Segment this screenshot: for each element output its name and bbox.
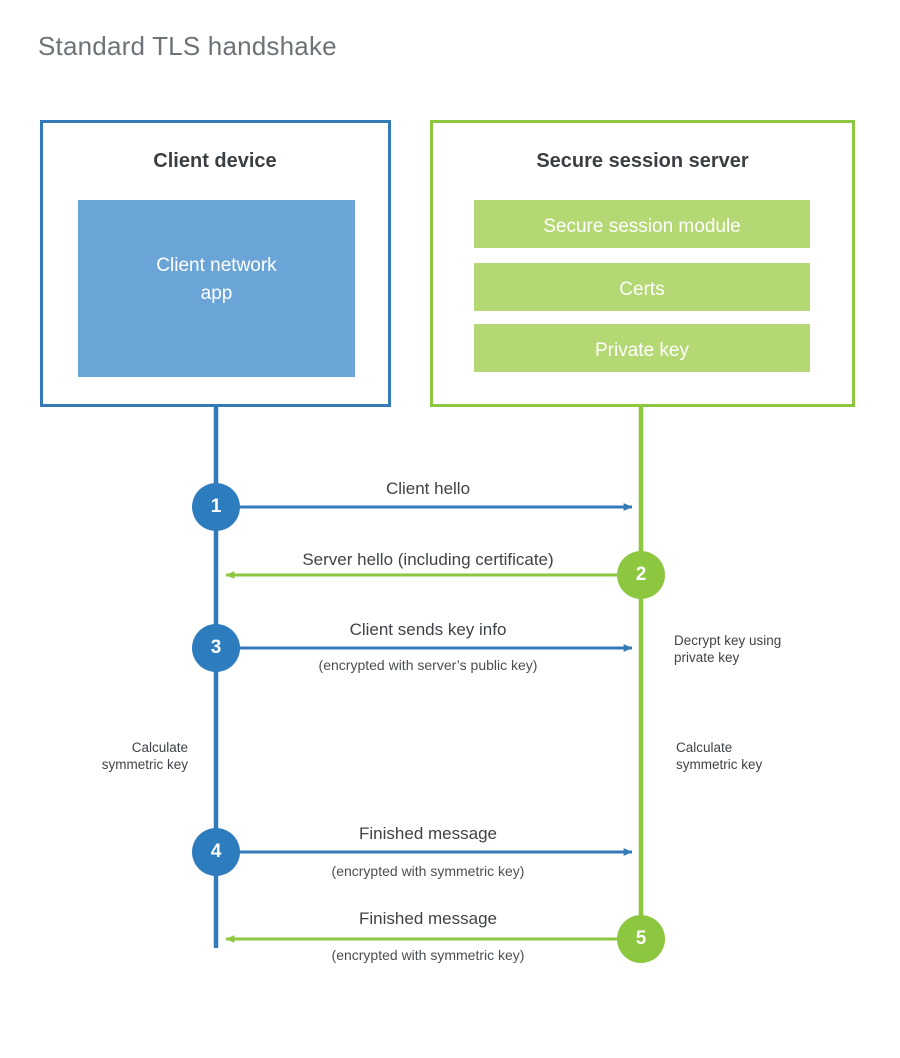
server-row-label-private-key: Private key: [595, 340, 689, 361]
decrypt-key-note: Decrypt key using private key: [674, 633, 782, 665]
client-network-app-box: [78, 200, 355, 377]
step-bullet-3[interactable]: [192, 624, 240, 672]
step-bullet-2[interactable]: [617, 551, 665, 599]
step-number-2: 2: [635, 564, 647, 585]
step-number-5: 5: [635, 928, 647, 949]
server-row-secure-session-module: [474, 200, 810, 248]
step-number-3: 3: [210, 637, 222, 658]
client-calculate-symmetric-key-note: Calculate symmetric key: [101, 740, 188, 772]
step-bullet-1[interactable]: [192, 483, 240, 531]
server-row-label-certs: Certs: [619, 279, 665, 300]
server-row-certs: [474, 263, 810, 311]
message-label-step-1: Client hello: [385, 479, 471, 498]
step-bullet-5[interactable]: [617, 915, 665, 963]
message-label-step-2: Server hello (including certificate): [302, 550, 554, 569]
step-number-1: 1: [210, 496, 222, 517]
server-panel-title: Secure session server: [536, 150, 749, 172]
step-bullet-4[interactable]: [192, 828, 240, 876]
step-number-4: 4: [210, 841, 222, 862]
client-panel-title: Client device: [153, 150, 277, 172]
message-label-step-5: Finished message: [359, 909, 497, 928]
message-sublabel-step-4: (encrypted with symmetric key): [331, 863, 525, 879]
page-title: Standard TLS handshake: [38, 31, 337, 61]
message-sublabel-step-3: (encrypted with server’s public key): [318, 657, 538, 673]
server-row-private-key: [474, 324, 810, 372]
message-label-step-3: Client sends key info: [349, 620, 507, 639]
server-row-label-secure-session-module: Secure session module: [543, 216, 741, 237]
message-sublabel-step-5: (encrypted with symmetric key): [331, 947, 525, 963]
server-calculate-symmetric-key-note: Calculate symmetric key: [676, 740, 763, 772]
message-label-step-4: Finished message: [359, 824, 497, 843]
client-network-app-label: Client network app: [156, 255, 277, 304]
